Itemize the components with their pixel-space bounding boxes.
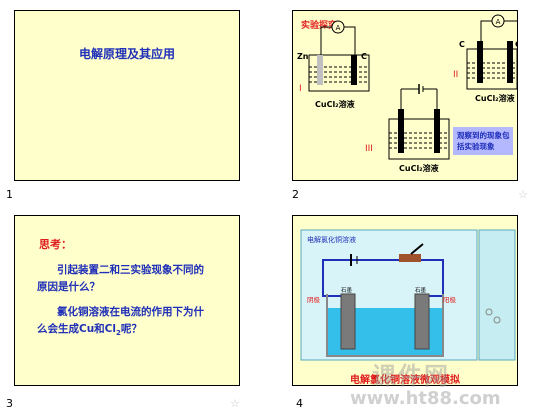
carbon-electrode-3b bbox=[434, 109, 440, 153]
slide-2-heading: 实验探究 bbox=[301, 19, 337, 31]
ammeter-label-2: A bbox=[496, 18, 501, 26]
slide-4[interactable]: 电解氯化铜溶液 阴极 阳极 石墨 石墨 电解氯化铜溶液微观模拟 bbox=[292, 215, 518, 386]
roman-2: II bbox=[453, 70, 458, 80]
ammeter-label-1: A bbox=[336, 24, 341, 32]
electrolysis-simulation: 电解氯化铜溶液 阴极 阳极 石墨 石墨 bbox=[300, 229, 516, 361]
question-1-line-2: 原因是什么？ bbox=[37, 281, 100, 293]
question-2-line-2: 么会生成Cu和Cl2呢？ bbox=[37, 321, 227, 342]
solution-label-2: CuCl₂溶液 bbox=[475, 93, 515, 103]
slide-1-number: 1 bbox=[6, 188, 13, 201]
right-electrode-label: 石墨 bbox=[415, 287, 427, 294]
solution-label-1: CuCl₂溶液 bbox=[315, 99, 355, 109]
star-icon: ☆ bbox=[518, 188, 528, 201]
slide-4-caption: 电解氯化铜溶液微观模拟 bbox=[350, 375, 460, 386]
carbon-electrode-3a bbox=[398, 109, 404, 153]
note-box bbox=[453, 127, 513, 155]
note-line-2: 括实验现象 bbox=[457, 141, 495, 151]
left-label: 阴极 bbox=[307, 295, 321, 304]
zn-electrode bbox=[317, 55, 323, 85]
watermark-top: 课件网 bbox=[372, 362, 450, 390]
slide-2[interactable]: 实验探究 A Zn C I CuCl₂溶液 A C C II CuCl₂溶液 bbox=[292, 10, 518, 181]
slide-1-title: 电解原理及其应用 bbox=[78, 47, 175, 61]
q2-sub: 2 bbox=[116, 329, 121, 338]
question-1-line-1: 引起装置二和三实验现象不同的 bbox=[57, 264, 204, 276]
carbon-electrode-1 bbox=[351, 55, 357, 85]
slide-1[interactable]: 电解原理及其应用 bbox=[14, 10, 240, 181]
slide-2-number: 2 bbox=[292, 188, 299, 201]
cathode bbox=[340, 293, 356, 350]
slide-3[interactable]: 思考： 引起装置二和三实验现象不同的 原因是什么？ 氯化铜溶液在电流的作用下为什… bbox=[14, 215, 240, 386]
question-2: 氯化铜溶液在电流的作用下为什 么会生成Cu和Cl2呢？ bbox=[37, 304, 227, 342]
electrolysis-apparatus-diagram: 实验探究 A Zn C I CuCl₂溶液 A C C II CuCl₂溶液 bbox=[297, 14, 518, 173]
star-icon-2: ☆ bbox=[230, 397, 240, 410]
c-label-2a: C bbox=[459, 40, 465, 49]
solution-label-3: CuCl₂溶液 bbox=[399, 163, 439, 173]
carbon-electrode-2a bbox=[477, 41, 483, 83]
q2-post: 呢？ bbox=[120, 323, 142, 335]
carbon-electrode-2b bbox=[507, 41, 513, 83]
switch bbox=[399, 254, 421, 262]
question-1: 引起装置二和三实验现象不同的 原因是什么？ bbox=[37, 262, 227, 296]
anode bbox=[414, 293, 430, 350]
right-label: 阳极 bbox=[443, 295, 457, 304]
left-electrode-label: 石墨 bbox=[341, 287, 353, 294]
question-2-line-1: 氯化铜溶液在电流的作用下为什 bbox=[57, 306, 204, 318]
inner-title: 电解氯化铜溶液 bbox=[307, 235, 356, 244]
watermark-bottom: www.ht88.com bbox=[350, 388, 501, 409]
note-line-1: 观察到的现象包 bbox=[457, 130, 510, 140]
slide-4-number: 4 bbox=[296, 397, 303, 410]
zn-label: Zn bbox=[297, 52, 309, 61]
c-label-1: C bbox=[361, 52, 367, 61]
roman-1: I bbox=[299, 84, 302, 94]
c-label-2b: C bbox=[515, 40, 518, 49]
slide-3-number: 3 bbox=[6, 397, 13, 410]
roman-3: III bbox=[365, 144, 373, 154]
slide-3-heading: 思考： bbox=[39, 238, 72, 251]
q2-pre: 么会生成Cu和Cl bbox=[37, 323, 116, 335]
